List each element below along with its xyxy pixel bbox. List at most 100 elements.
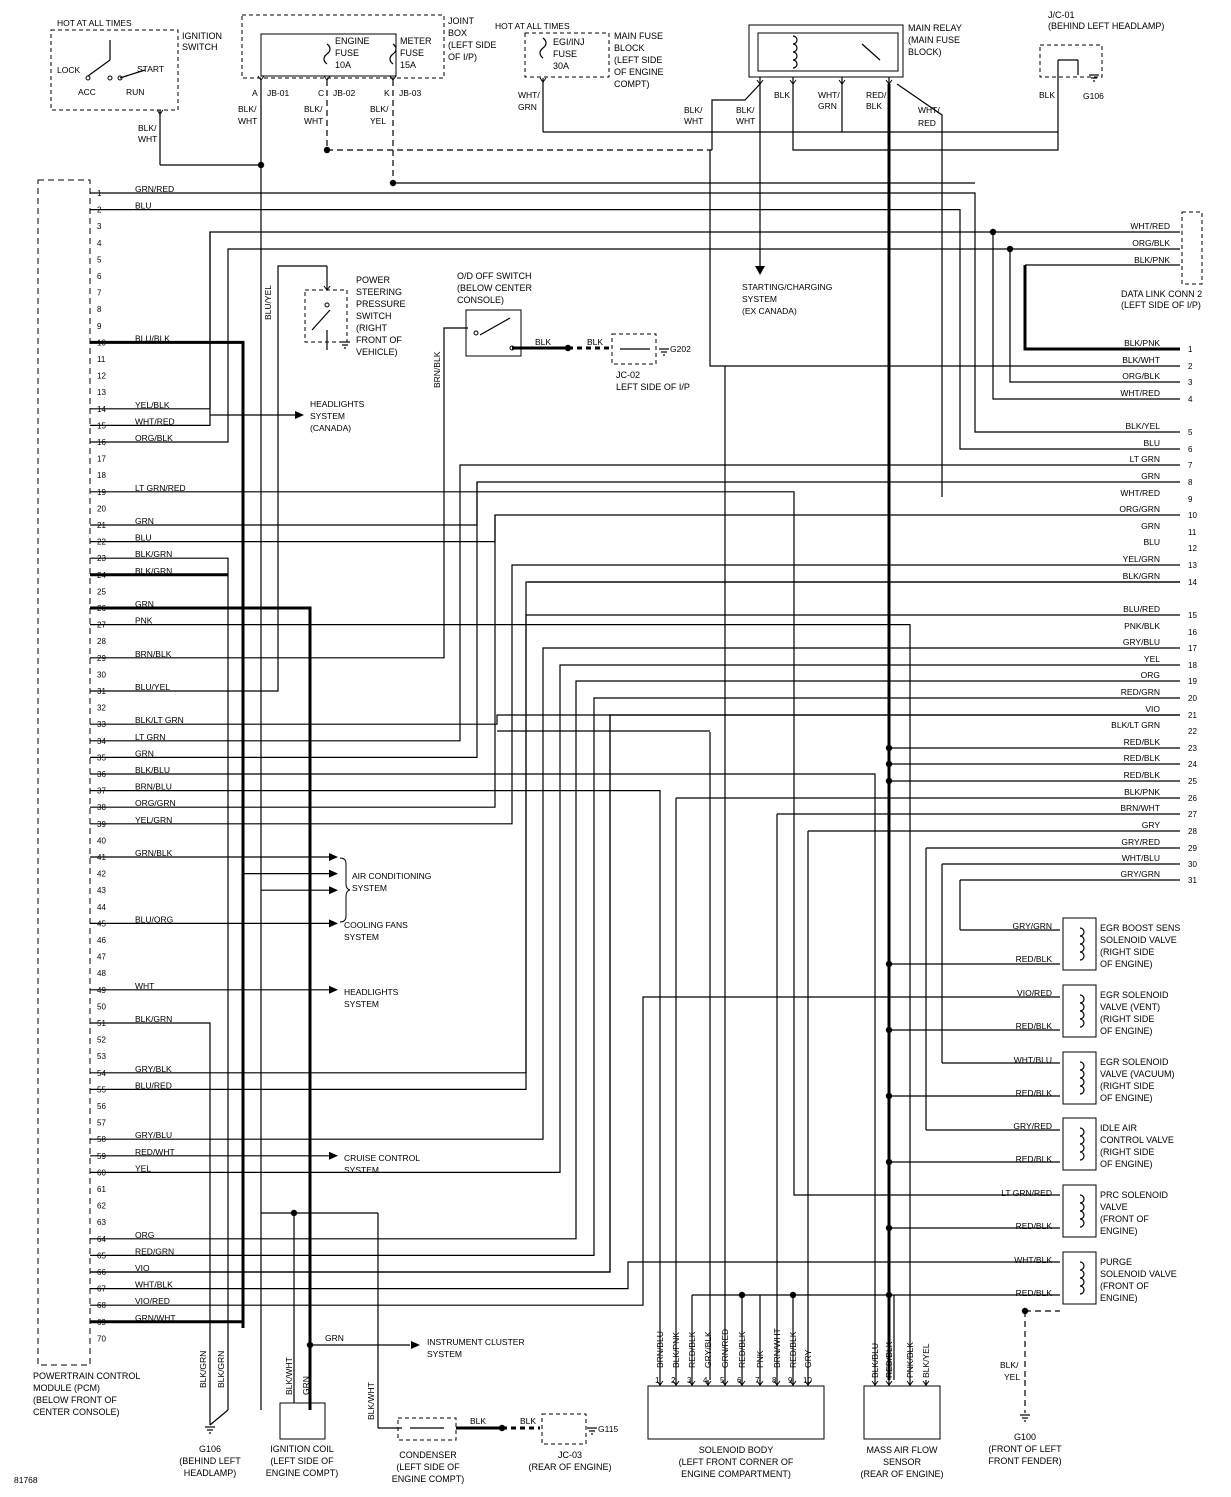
diagram-label: BRN/BLK <box>135 649 172 659</box>
diagram-label: LT GRN <box>1130 454 1160 464</box>
connector-icon <box>672 1380 680 1386</box>
coil-icon <box>1079 1061 1085 1095</box>
diagram-label: 11 <box>97 355 106 364</box>
diagram-label: SYSTEM <box>344 999 379 1009</box>
wire-path <box>90 714 1180 725</box>
diagram-label: (FRONT OF LEFT <box>988 1444 1062 1454</box>
diagram-label: PRC SOLENOID <box>1100 1190 1169 1200</box>
diagram-label: GRN/RED <box>135 184 174 194</box>
ground-icon <box>659 348 669 356</box>
diagram-label: BLK/ <box>736 105 755 115</box>
diagram-label: (CANADA) <box>310 423 351 433</box>
diagram-label: RED/BLK <box>1016 954 1053 964</box>
diagram-label: YEL/GRN <box>135 815 172 825</box>
diagram-label: 52 <box>97 1036 106 1045</box>
diagram-label: 18 <box>97 471 106 480</box>
diagram-label: 22 <box>1188 727 1197 736</box>
wire <box>119 69 146 79</box>
diagram-label: 12 <box>1188 544 1197 553</box>
diagram-label: 48 <box>97 969 106 978</box>
diagram-label: BLK/GRN <box>1123 571 1160 581</box>
diagram-label: SYSTEM <box>344 932 379 942</box>
connector-icon <box>922 1380 930 1386</box>
diagram-label: BLOCK <box>614 43 645 53</box>
diagram-label: BLU <box>1143 438 1160 448</box>
diagram-label: OF I/P) <box>448 52 477 62</box>
diagram-label: 20 <box>97 504 106 513</box>
wire-path <box>90 564 1180 825</box>
wire-path <box>1023 265 1180 351</box>
diagram-label: (RIGHT SIDE <box>1100 1081 1154 1091</box>
wire-path <box>90 1022 211 1405</box>
diagram-label: (RIGHT SIDE <box>1100 1014 1154 1024</box>
diagram-label: 7 <box>755 1376 760 1385</box>
diagram-label: RED/BLK <box>687 1331 697 1368</box>
diagram-label: 25 <box>1188 777 1197 786</box>
diagram-label: (RIGHT SIDE <box>1100 947 1154 957</box>
wire-path <box>90 664 1180 1174</box>
diagram-label: ORG/BLK <box>135 433 173 443</box>
diagram-label: AIR CONDITIONING <box>352 871 431 881</box>
diagram-label: IGNITION <box>182 31 222 41</box>
diagram-label: ORG/BLK <box>1132 238 1170 248</box>
diagram-label: WHT/RED <box>1120 388 1160 398</box>
wire-path <box>90 209 1180 450</box>
diagram-label: YEL <box>1144 654 1160 664</box>
diagram-label: START <box>137 64 164 74</box>
diagram-label: 4 <box>1188 395 1193 404</box>
diagram-label: SOLENOID VALVE <box>1100 935 1177 945</box>
diagram-label: GRY/RED <box>1013 1121 1052 1131</box>
diagram-label: (REAR OF ENGINE) <box>528 1462 611 1472</box>
diagram-label: 25 <box>97 587 106 596</box>
terminal <box>107 75 113 81</box>
diagram-label: STARTING/CHARGING <box>742 282 832 292</box>
diagram-label: ENGINE COMPT) <box>266 1468 339 1478</box>
wire-path <box>90 482 478 759</box>
diagram-label: GRN/WHT <box>135 1313 176 1323</box>
arrow-icon <box>329 886 338 895</box>
arrow-icon <box>329 985 338 994</box>
diagram-label: GRN <box>325 1333 344 1343</box>
diagram-label: BLU/RED <box>1123 604 1160 614</box>
diagram-label: LT GRN <box>135 732 165 742</box>
jc01-box <box>1039 44 1103 78</box>
connector-icon <box>885 1380 893 1386</box>
diagram-label: RED/BLK <box>1016 1221 1053 1231</box>
diagram-label: GRN <box>1141 521 1160 531</box>
diagram-label: O/D OFF SWITCH <box>457 271 532 281</box>
wire-path <box>90 697 1180 1257</box>
diagram-label: OF ENGINE) <box>1100 1026 1153 1036</box>
diagram-label: GRY/BLK <box>135 1064 172 1074</box>
diagram-label: RED/GRN <box>1121 687 1160 697</box>
diagram-label: WHT/ <box>918 105 940 115</box>
diagram-label: HOT AT ALL TIMES <box>495 21 570 31</box>
ground-icon <box>340 341 350 349</box>
diagram-label: BLU/BLK <box>135 333 170 343</box>
diagram-label: WHT/RED <box>1120 488 1160 498</box>
diagram-label: BLK/BLU <box>870 1343 880 1378</box>
connector-icon <box>789 1380 797 1386</box>
diagram-label: G100 <box>1014 1432 1036 1442</box>
diagram-label: (RIGHT <box>356 323 387 333</box>
diagram-label: SYSTEM <box>352 883 387 893</box>
diagram-label: BLU <box>1143 537 1160 547</box>
diagram-label: MASS AIR FLOW <box>866 1445 938 1455</box>
diagram-label: RED/BLK <box>1124 737 1161 747</box>
diagram-label: LT GRN/RED <box>135 483 186 493</box>
connector-icon <box>156 109 164 115</box>
diagram-label: (MAIN FUSE <box>908 35 960 45</box>
wire-path <box>711 83 761 150</box>
connector-icon <box>704 1380 712 1386</box>
diagram-label: 20 <box>1188 694 1197 703</box>
diagram-label: RED/BLK <box>1016 1021 1053 1031</box>
diagram-label: BLK/ <box>304 104 323 114</box>
diagram-label: SYSTEM <box>742 294 777 304</box>
diagram-label: METER <box>400 36 432 46</box>
diagram-label: HEADLIGHTS <box>344 987 399 997</box>
data-link-connector <box>1181 211 1203 285</box>
diagram-label: BLK <box>866 101 882 111</box>
wire-path <box>90 265 327 692</box>
